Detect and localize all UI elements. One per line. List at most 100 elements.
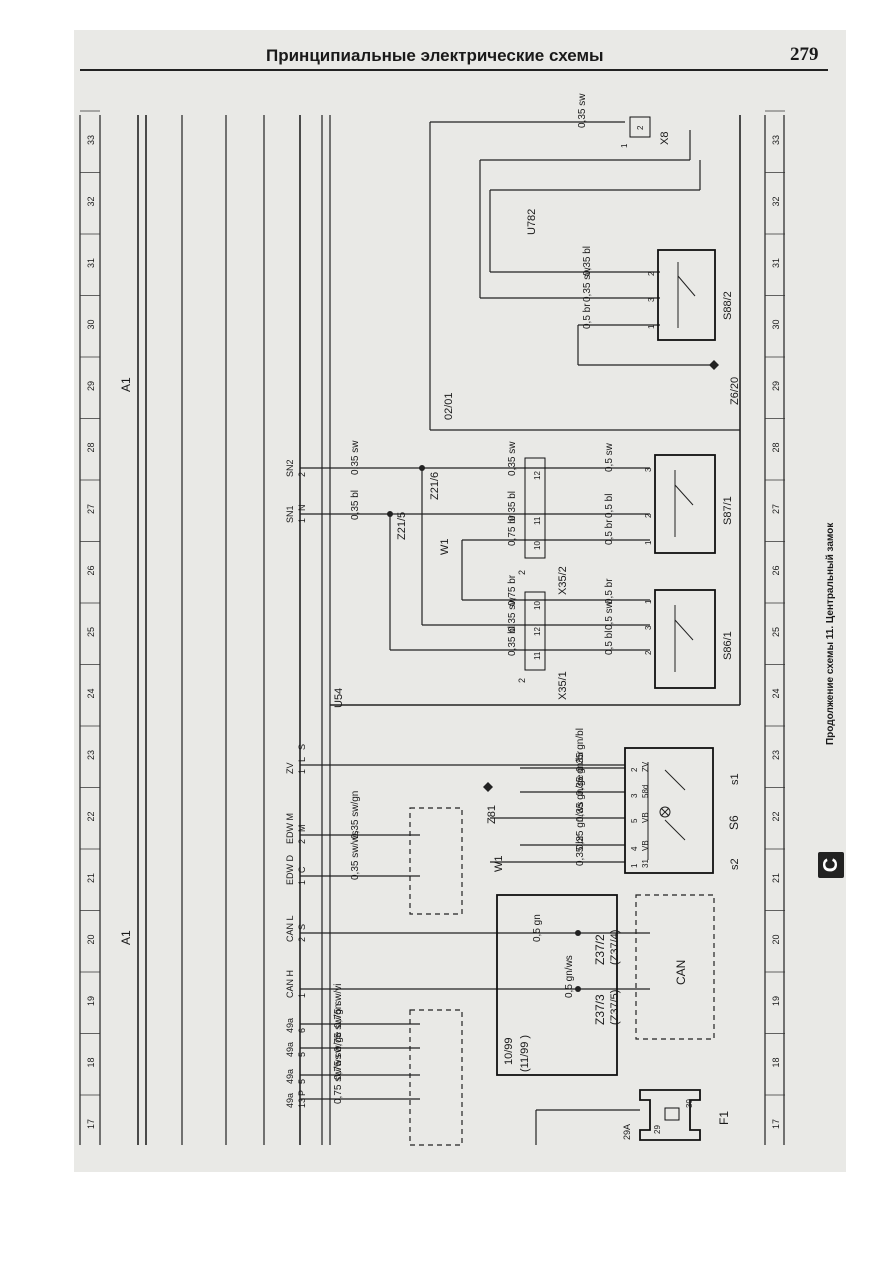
- connector-pin-num: 13: [297, 1098, 307, 1108]
- x35-1-wire: 0,35 sw: [507, 597, 518, 632]
- connector-x35-2: [524, 457, 546, 559]
- connector-x8: [629, 116, 651, 138]
- grid-col-right-26: 26: [771, 565, 781, 575]
- box-can-unit: [496, 894, 618, 1076]
- s86-wire: 0,5 sw: [604, 600, 615, 630]
- wire-label-s6: 0,35 gn/bl: [575, 728, 586, 772]
- grid-col-left-29: 29: [86, 381, 96, 391]
- x35-1-side: 2: [517, 678, 527, 683]
- connector-pin-num: 6: [297, 1028, 307, 1033]
- s88-pin: 2: [647, 271, 656, 276]
- wire-label: 0,35 bl: [350, 490, 361, 520]
- x35-2-wire: 0,75 br: [507, 514, 518, 546]
- s6-lamp-x2: [660, 807, 670, 817]
- ref-can: CAN: [674, 960, 688, 985]
- s6-switch-lever-2: [664, 819, 686, 841]
- s6-pin-term: VB: [641, 812, 650, 823]
- wire-label: 0,75 sw/ge: [333, 1031, 344, 1080]
- s87-pin: 1: [644, 540, 653, 545]
- dashed-box-edw: [409, 807, 463, 915]
- fuse-f1-icon: [639, 1089, 701, 1141]
- grid-col-left-24: 24: [86, 688, 96, 698]
- wire-label: 0,35 sw/gn: [350, 791, 361, 839]
- splice-z6-20: [709, 360, 719, 370]
- s6-pin-term: 58d: [641, 785, 650, 798]
- s6-pin-num: 3: [630, 793, 639, 798]
- x35-2-pin: 12: [533, 471, 542, 480]
- dashed-box-49a: [409, 1009, 463, 1146]
- module-label-a1-left: A1: [119, 930, 133, 945]
- wire-label-s6: 0,35 gn/ge: [575, 774, 586, 822]
- dashed-box-can: [635, 894, 715, 1040]
- box-s6-switch: [624, 747, 714, 874]
- x35-1-pin: 10: [533, 601, 542, 610]
- wire-label: 0,5 gn: [532, 914, 543, 942]
- ref-w1-s6: W1: [493, 856, 505, 873]
- grid-ticks: [80, 110, 785, 1096]
- connector-pin-letter: L: [297, 757, 307, 762]
- grid-col-right-23: 23: [771, 750, 781, 760]
- connector-pin-letter: P: [297, 1090, 307, 1096]
- grid-col-right-17: 17: [771, 1119, 781, 1129]
- connector-pin-letter: S: [297, 924, 307, 930]
- x35-2-side: 2: [517, 570, 527, 575]
- connector-pin-num: 1: [297, 769, 307, 774]
- x8-pin: 1: [620, 143, 629, 148]
- s6-pin-num: 2: [630, 767, 639, 772]
- grid-col-left-26: 26: [86, 565, 96, 575]
- grid-col-right-19: 19: [771, 996, 781, 1006]
- wire-label: 0,75 sw/vi: [333, 984, 344, 1028]
- x35-1-pin: 12: [533, 627, 542, 636]
- connector-pin-num: 2: [297, 472, 307, 477]
- connector-x35-1: [524, 591, 546, 671]
- splice-z21-6: [419, 465, 425, 471]
- s88-lever: [677, 275, 696, 297]
- splice-label-z21-5: Z21/5: [396, 512, 408, 540]
- splice-label-z21-6: Z21/6: [429, 472, 441, 500]
- splice-label-z37-2: Z37/2: [593, 934, 607, 965]
- s6-pin-num: 4: [630, 846, 639, 851]
- connector-pin-num: 1: [297, 993, 307, 998]
- grid-col-left-25: 25: [86, 627, 96, 637]
- s86-lever: [674, 619, 694, 641]
- grid-col-left-28: 28: [86, 442, 96, 452]
- splice-z37-3: [575, 986, 581, 992]
- splice-label-z37-3: Z37/3: [593, 994, 607, 1025]
- s87-label: S87/1: [722, 496, 734, 525]
- ref-s2: s2: [729, 858, 741, 870]
- grid-col-left-21: 21: [86, 873, 96, 883]
- connector-pin-letter: C: [297, 866, 307, 873]
- s86-pin: 1: [644, 599, 653, 604]
- wire-label: 0,5 gn/ws: [564, 955, 575, 998]
- s88-wire: 0,5 br: [582, 303, 593, 329]
- grid-col-left-23: 23: [86, 750, 96, 760]
- x35-1-wire: 0,75 br: [507, 574, 518, 606]
- wire-label: 0,75 sw/ws: [333, 1055, 344, 1104]
- connector-term: SN2: [285, 459, 295, 477]
- grid-col-left-19: 19: [86, 996, 96, 1006]
- ref-s6: S6: [727, 815, 741, 830]
- x8-pin: 2: [636, 125, 645, 130]
- ref-date-1099: 10/99: [503, 1037, 515, 1065]
- connector-term: 49a: [285, 1018, 295, 1033]
- s88-wire: 0,35 bl: [582, 246, 593, 276]
- s86-pin: 3: [644, 625, 653, 630]
- connector-term: ZV: [285, 762, 295, 774]
- grid-col-left-32: 32: [86, 196, 96, 206]
- scanned-page: [74, 30, 846, 1172]
- s88-pin: 3: [647, 297, 656, 302]
- x8-wire: 0,35 sw: [577, 93, 588, 128]
- x35-2-wire: 0,35 sw: [507, 441, 518, 476]
- s6-pin-term: VB: [641, 840, 650, 851]
- box-s86-1: [654, 589, 716, 689]
- ref-u54: U54: [333, 688, 345, 708]
- header-rule: [80, 69, 828, 71]
- s87-pin: 3: [644, 467, 653, 472]
- grid-col-right-27: 27: [771, 504, 781, 514]
- s87-pin: 2: [644, 513, 653, 518]
- s6-pin-term: 31: [641, 859, 650, 868]
- s86-pin: 2: [644, 650, 653, 655]
- splice-label-z81: Z81: [486, 805, 498, 824]
- wire-label-s6: 0,35 br: [575, 834, 586, 866]
